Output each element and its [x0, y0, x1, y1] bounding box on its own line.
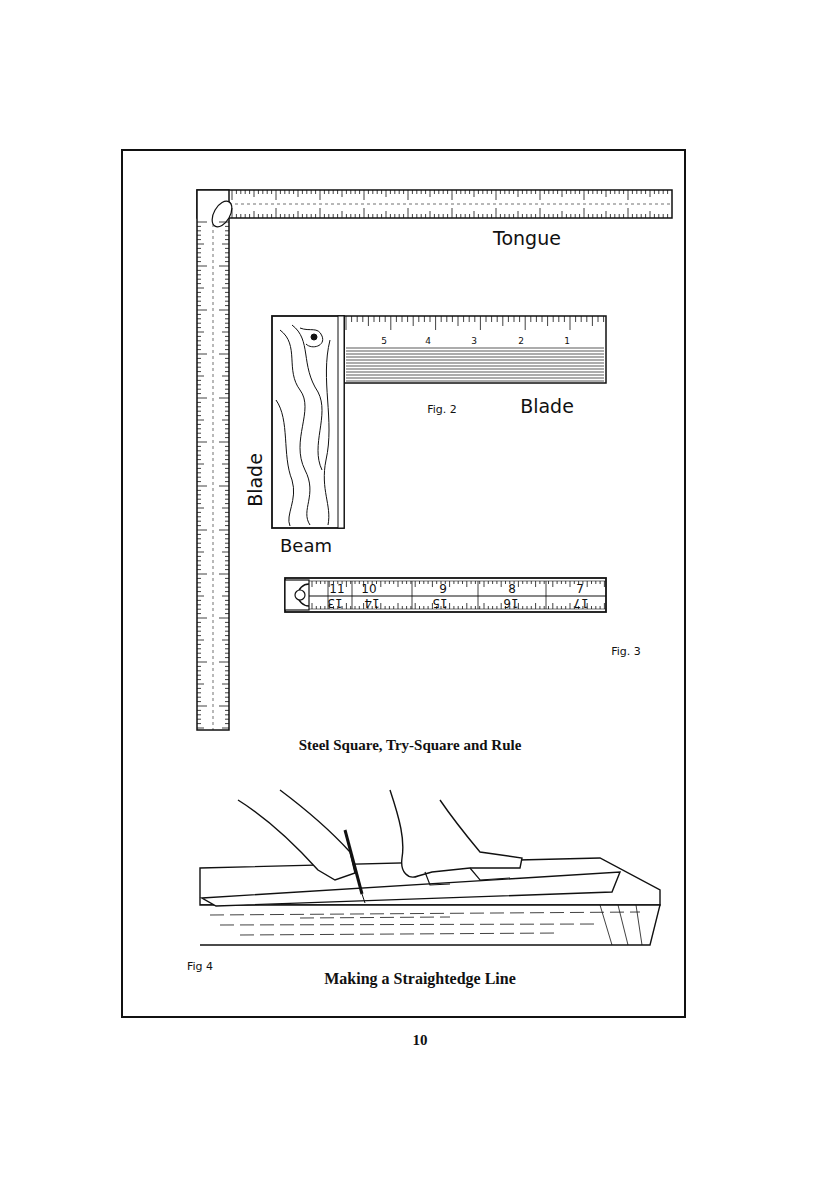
caption: Steel Square, Try-Square and Rule — [299, 738, 522, 753]
try-square — [272, 316, 606, 528]
part-name: Tongue — [493, 229, 561, 248]
scale-number: 13 — [327, 597, 342, 609]
scale-number: 2 — [518, 337, 524, 346]
straightedge-scene — [200, 790, 660, 945]
part-name: Beam — [280, 537, 332, 555]
scale-number: 9 — [439, 583, 447, 595]
scale-number: 10 — [361, 583, 376, 595]
scale-number: 17 — [573, 597, 588, 609]
part-name: Blade — [520, 397, 574, 416]
scale-number: 5 — [381, 337, 387, 346]
page-number: 10 — [413, 1033, 428, 1048]
scale-number: 14 — [364, 597, 379, 609]
scale-number: 15 — [432, 597, 447, 609]
figure-number: Fig. 2 — [427, 404, 457, 415]
scale-number: 7 — [576, 583, 584, 595]
figure-number: Fig 4 — [187, 961, 213, 972]
page-frame — [122, 150, 685, 1017]
scale-number: 1 — [564, 337, 570, 346]
scale-number: 4 — [425, 337, 431, 346]
figure-number: Fig. 3 — [611, 646, 641, 657]
caption: Making a Straightedge Line — [324, 971, 516, 987]
scale-number: 8 — [508, 583, 516, 595]
scale-number: 16 — [503, 597, 518, 609]
scale-number: 11 — [329, 583, 344, 595]
part-name: Blade — [246, 453, 265, 507]
steel-square — [197, 190, 672, 730]
scale-number: 3 — [471, 337, 477, 346]
folding-rule — [285, 578, 606, 612]
